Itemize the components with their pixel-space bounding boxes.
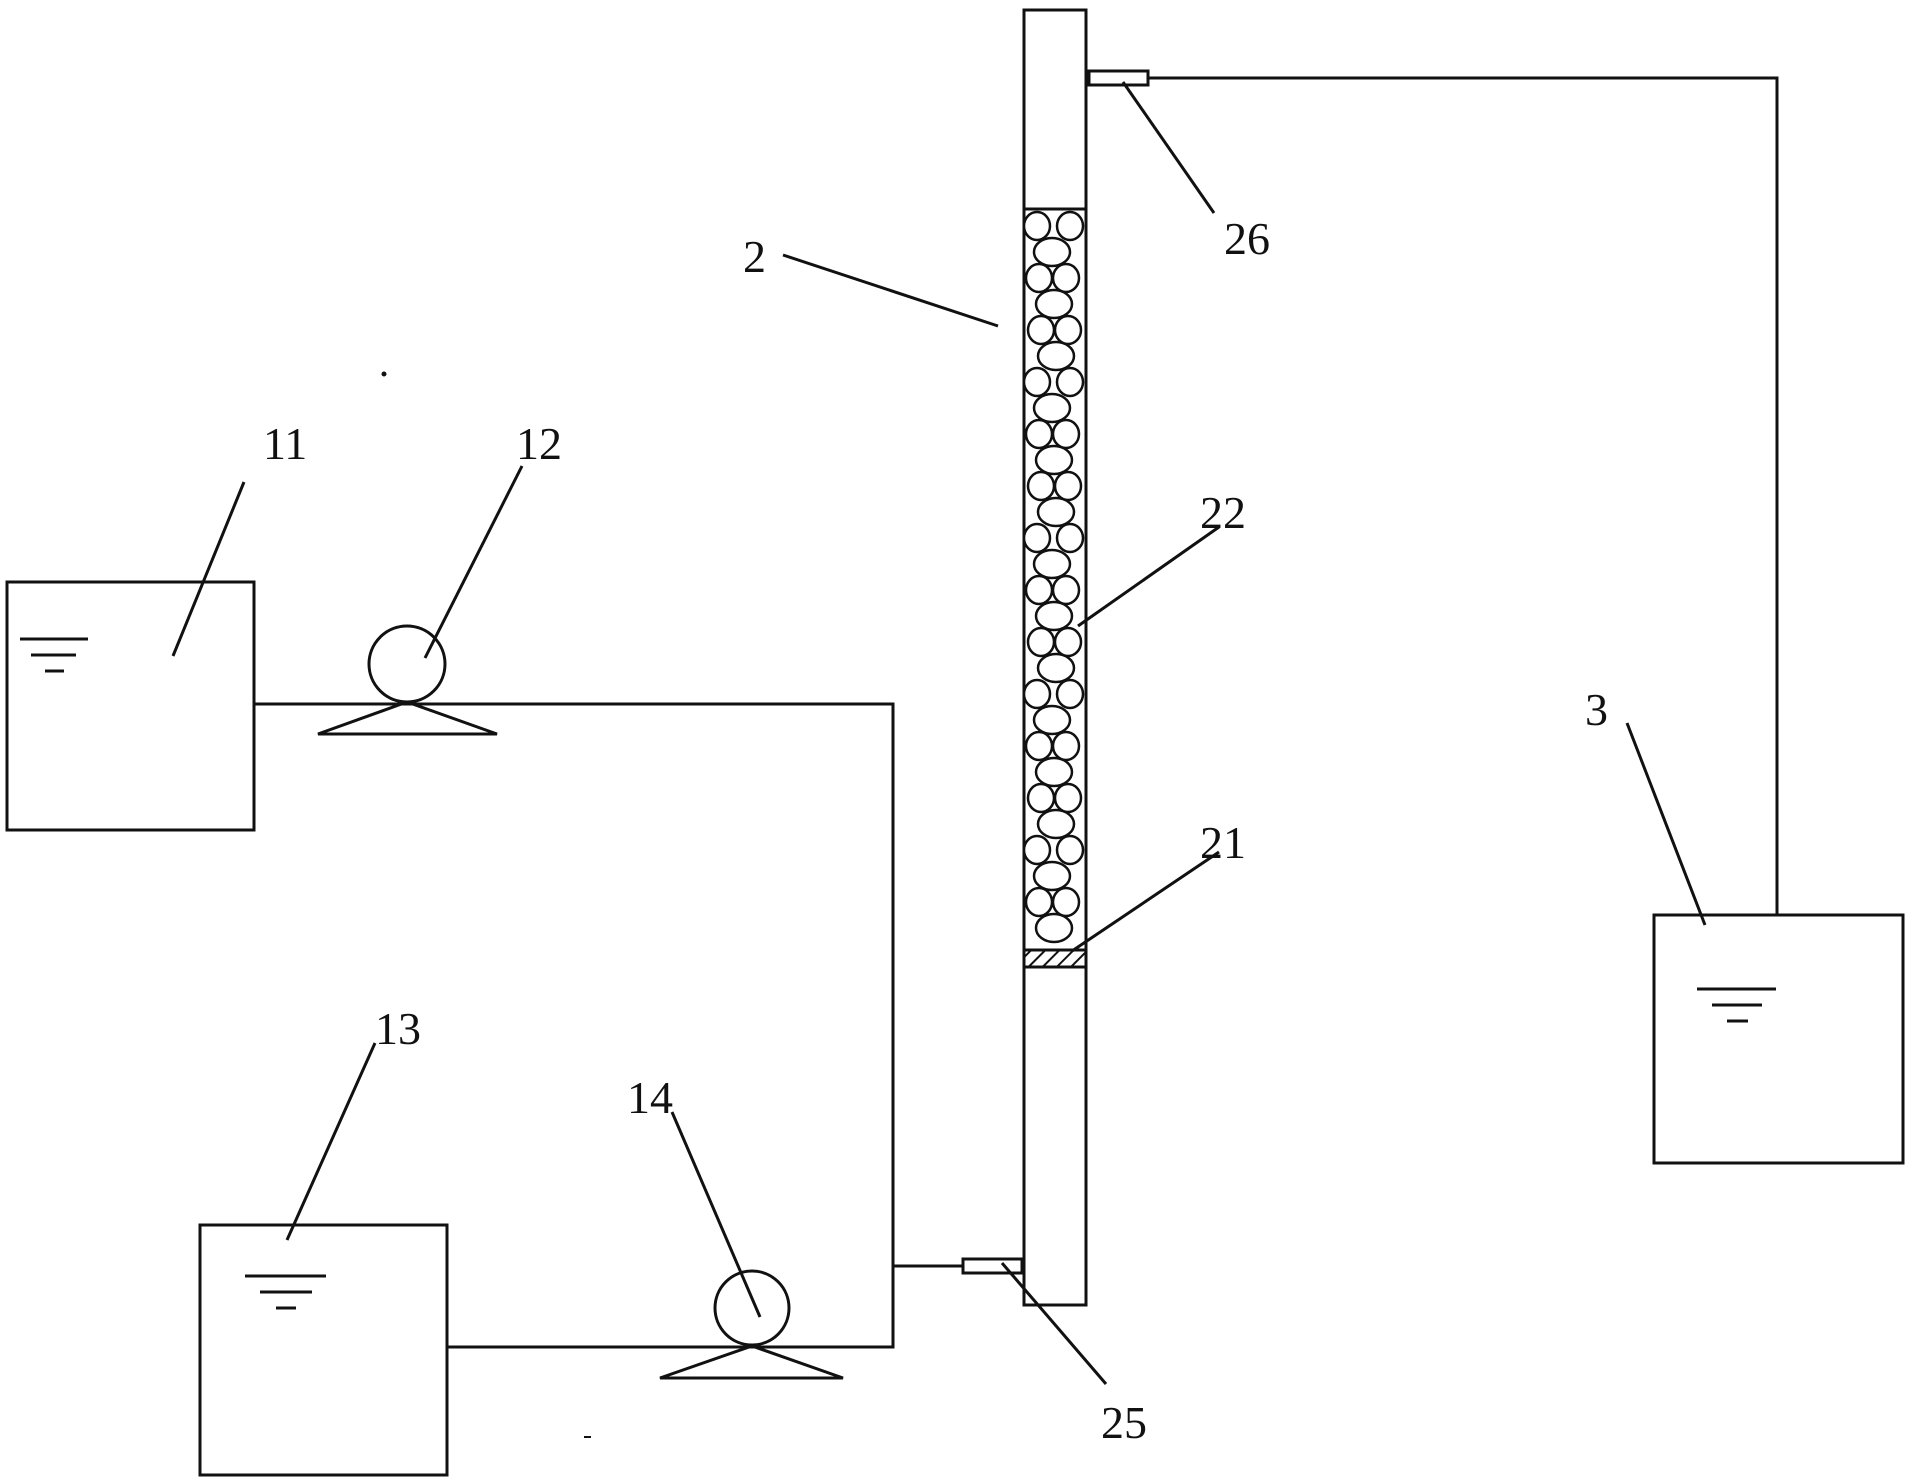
pump-14 [659, 1269, 844, 1380]
piping [254, 76, 1779, 1349]
packing-pebble [1026, 782, 1056, 814]
packing-pebble [1032, 704, 1072, 736]
packing-pebble [1055, 210, 1085, 242]
packing-pebble [1024, 418, 1054, 450]
label-26: 26 [1224, 213, 1270, 264]
pipe-tank13-to-junction [447, 1266, 895, 1349]
label-2: 2 [743, 231, 766, 282]
pump-12-base [317, 700, 498, 736]
packing-pebble [1051, 262, 1081, 294]
pump-14-base [659, 1344, 844, 1380]
packing-pebble [1034, 288, 1074, 320]
label-11: 11 [263, 418, 307, 469]
packing-pebble [1053, 782, 1083, 814]
label-14: 14 [627, 1072, 673, 1123]
packing-pebble [1026, 314, 1056, 346]
packing-pebble [1051, 574, 1081, 606]
packing-pebble [1032, 236, 1072, 268]
leader-21 [1071, 850, 1220, 953]
packing-pebble [1024, 574, 1054, 606]
packing-pebble [1055, 678, 1085, 710]
support-layer [1022, 948, 1088, 969]
packing-pebble [1036, 496, 1076, 528]
packing-pebble [1022, 210, 1052, 242]
tank-11 [5, 580, 256, 832]
outlet-nozzle [1087, 69, 1150, 87]
packing-pebble [1051, 886, 1081, 918]
label-21: 21 [1200, 817, 1246, 868]
leader-11 [171, 481, 246, 657]
tank-3-body [1652, 913, 1905, 1165]
tank-3 [1652, 913, 1905, 1165]
leader-12 [423, 465, 524, 659]
packing-pebble [1026, 626, 1056, 658]
leader-25 [1000, 1262, 1108, 1385]
packing-pebble [1026, 470, 1056, 502]
leader-22 [1077, 525, 1220, 628]
label-22: 22 [1200, 487, 1246, 538]
leader-3 [1625, 722, 1707, 926]
packing-pebble [1036, 808, 1076, 840]
label-13: 13 [375, 1003, 421, 1054]
tank-11-body [5, 580, 256, 832]
packing-pebble [1053, 626, 1083, 658]
packing-pebble [1032, 860, 1072, 892]
label-25: 25 [1101, 1397, 1147, 1448]
reactor-column [961, 8, 1150, 1307]
labels: 2 26 22 21 3 11 12 13 14 25 [263, 213, 1608, 1448]
pump-12 [317, 624, 498, 736]
packing-pebble [1024, 886, 1054, 918]
packing-pebble [1022, 834, 1052, 866]
packing-pebble [1051, 418, 1081, 450]
water-level-icon [1697, 987, 1776, 1023]
packing-pebble [1032, 548, 1072, 580]
water-level-icon [20, 637, 88, 673]
packing-pebble [1024, 730, 1054, 762]
packing-pebble [1022, 678, 1052, 710]
packing-pebble [1034, 756, 1074, 788]
packing-pebble [1055, 522, 1085, 554]
leader-lines [171, 81, 1707, 1385]
stray-marks [381, 371, 591, 1438]
pipe-tank11-to-junction [254, 702, 895, 1347]
tank-13 [198, 1223, 449, 1477]
leader-2 [782, 253, 999, 328]
packing-pebble [1055, 366, 1085, 398]
packing-media [1022, 207, 1086, 944]
packing-pebble [1034, 600, 1074, 632]
packing-pebble [1051, 730, 1081, 762]
label-12: 12 [516, 418, 562, 469]
pump-12-rotor [367, 624, 447, 704]
pump-14-rotor [713, 1269, 791, 1347]
packing-pebble [1036, 340, 1076, 372]
leader-13 [285, 1042, 377, 1241]
packing-pebble [1055, 834, 1085, 866]
packing-pebble [1022, 366, 1052, 398]
tank-13-body [198, 1223, 449, 1477]
packing-pebble [1034, 912, 1074, 944]
leader-26 [1121, 81, 1216, 214]
packing-pebble [1036, 652, 1076, 684]
packing-pebble [1022, 522, 1052, 554]
pipe-outlet-to-tank3 [1148, 76, 1779, 915]
label-3: 3 [1585, 684, 1608, 735]
packing-pebble [1034, 444, 1074, 476]
packing-pebble [1053, 470, 1083, 502]
packing-pebble [1053, 314, 1083, 346]
leader-14 [670, 1111, 762, 1318]
water-level-icon [245, 1274, 326, 1310]
packing-pebble [1032, 392, 1072, 424]
inlet-nozzle [961, 1257, 1024, 1275]
packing-pebble [1024, 262, 1054, 294]
